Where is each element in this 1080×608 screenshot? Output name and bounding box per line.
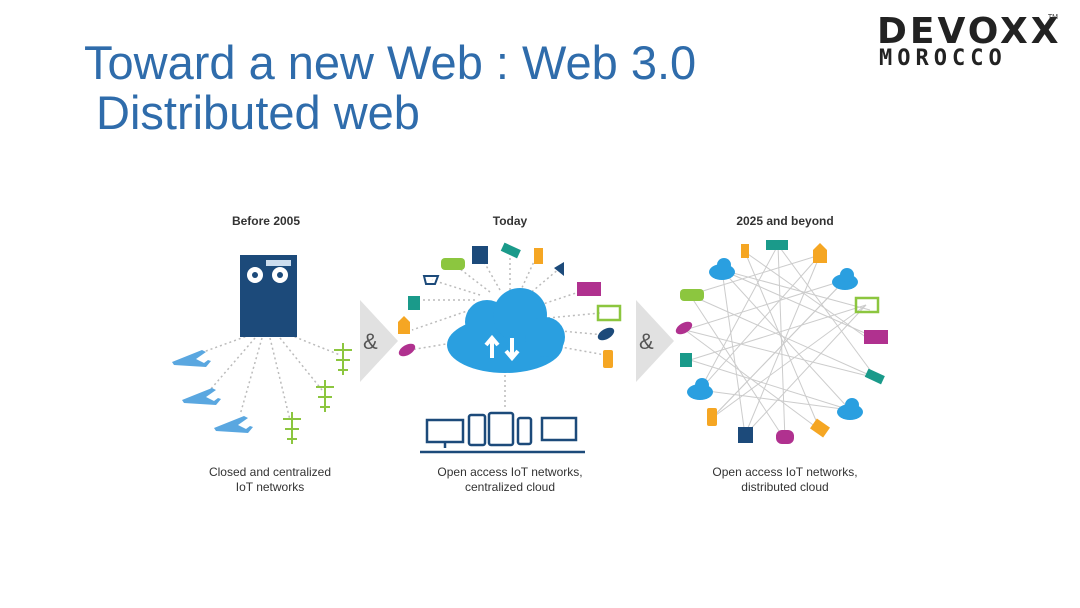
mesh-links bbox=[684, 244, 877, 441]
forklift-icon bbox=[864, 330, 888, 344]
server-icon bbox=[240, 255, 297, 337]
cloud-icon bbox=[447, 288, 565, 373]
panel-heading-today: Today bbox=[492, 214, 528, 228]
cart-icon bbox=[422, 275, 440, 285]
bottle-icon bbox=[707, 408, 717, 426]
devoxx-morocco-logo: DEVOXX MOROCCO TM bbox=[877, 14, 1062, 70]
connector-ampersand: & bbox=[363, 329, 378, 354]
bottle-icon bbox=[603, 350, 613, 368]
speaker-icon bbox=[554, 262, 564, 276]
door-icon bbox=[680, 353, 692, 367]
lamp-icon bbox=[534, 248, 543, 264]
car-icon bbox=[680, 289, 704, 301]
caption-line-2: IoT networks bbox=[235, 480, 305, 494]
airplane-icon bbox=[172, 350, 211, 367]
title-line-1: Toward a new Web : Web 3.0 bbox=[84, 36, 697, 89]
connector-ampersand: & bbox=[639, 329, 654, 354]
panel-2025 bbox=[675, 240, 888, 444]
camera-icon bbox=[500, 242, 521, 259]
camera-icon bbox=[864, 368, 885, 385]
bag-icon bbox=[738, 427, 753, 443]
tv-icon bbox=[854, 296, 880, 314]
logo-tm: TM bbox=[1047, 14, 1058, 21]
panel-caption-today: Open access IoT networks, centralized cl… bbox=[415, 465, 605, 495]
power-pylon-icons bbox=[283, 343, 352, 444]
tv-icon bbox=[596, 304, 622, 322]
car-icon bbox=[441, 258, 465, 270]
caption-line-1: Open access IoT networks, bbox=[437, 465, 583, 479]
pill-icon bbox=[675, 321, 693, 335]
title-line-2: Distributed web bbox=[96, 86, 420, 139]
slide-title: Toward a new Web : Web 3.0 Distributed w… bbox=[84, 38, 696, 138]
tag-icon bbox=[810, 418, 830, 438]
logo-bottom-text: MOROCCO bbox=[879, 46, 1007, 71]
reel-hub bbox=[252, 272, 258, 278]
iot-icons-today bbox=[398, 242, 622, 368]
devices-row bbox=[420, 411, 585, 454]
coat-icon bbox=[813, 243, 827, 263]
cloud-icon bbox=[832, 268, 858, 290]
coat-icon bbox=[398, 316, 410, 334]
arrow-chevron bbox=[360, 300, 398, 382]
panel-caption-before-2005: Closed and centralized IoT networks bbox=[180, 465, 360, 495]
reel-hub bbox=[277, 272, 283, 278]
panel-heading-2025: 2025 and beyond bbox=[736, 214, 834, 228]
upload-arrow-icon bbox=[484, 334, 500, 358]
door-icon bbox=[408, 296, 420, 310]
bread-icon bbox=[776, 430, 794, 444]
cloud-icon bbox=[709, 258, 735, 280]
connector-2: & bbox=[636, 300, 674, 382]
logo-x-accent bbox=[1010, 16, 1030, 64]
caption-line-1: Open access IoT networks, bbox=[712, 465, 858, 479]
panel-caption-2025: Open access IoT networks, distributed cl… bbox=[690, 465, 880, 495]
tablet-icon bbox=[487, 411, 515, 447]
caption-line-2: centralized cloud bbox=[464, 480, 556, 494]
dotted-links bbox=[194, 334, 341, 421]
logo-top-text: DEVOXX bbox=[877, 11, 1062, 52]
cloud-icon bbox=[687, 378, 713, 400]
phone-icon bbox=[467, 413, 487, 447]
forklift-icon bbox=[577, 282, 601, 296]
panel-heading-before-2005: Before 2005 bbox=[231, 214, 301, 228]
caption-line-1: Closed and centralized bbox=[208, 465, 332, 479]
bag-icon bbox=[472, 246, 488, 264]
lamp-icon bbox=[741, 244, 749, 258]
cloud-icon bbox=[837, 398, 863, 420]
download-arrow-icon bbox=[504, 338, 520, 362]
truck-icon bbox=[766, 240, 788, 250]
arrow-chevron bbox=[636, 300, 674, 382]
server-panel bbox=[266, 260, 291, 266]
pylon-icon bbox=[316, 380, 334, 412]
pill-icon bbox=[597, 327, 615, 341]
panel-today bbox=[398, 242, 622, 454]
iot-icons-2025 bbox=[675, 240, 888, 444]
airplane-icons bbox=[172, 350, 253, 433]
smartphone-icon bbox=[516, 416, 533, 446]
caption-line-2: distributed cloud bbox=[741, 480, 829, 494]
pylon-icon bbox=[334, 343, 352, 375]
airplane-icon bbox=[182, 388, 221, 405]
airplane-icon bbox=[214, 416, 253, 433]
pylon-icon bbox=[283, 412, 301, 444]
pill-icon bbox=[398, 343, 416, 357]
panel-before-2005 bbox=[172, 255, 352, 444]
monitor-icon bbox=[425, 418, 465, 444]
connector-1: & bbox=[360, 300, 398, 382]
laptop-icon bbox=[540, 416, 578, 442]
